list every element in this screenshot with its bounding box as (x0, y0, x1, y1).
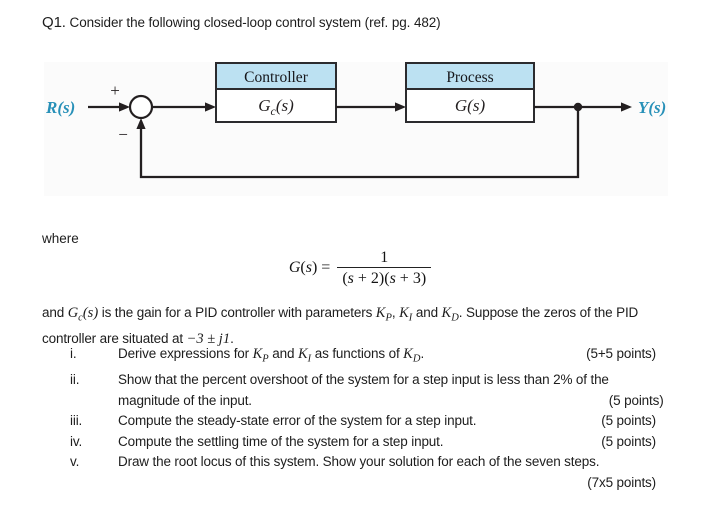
item-text: Derive expressions for KP and KI as func… (118, 344, 586, 370)
item-number: ii. (70, 372, 80, 388)
text-run: . Suppose the zeros of the PID (458, 305, 639, 320)
where-label: where (42, 231, 79, 246)
item-number: iii. (70, 413, 83, 429)
math-sub-I: I (307, 353, 312, 365)
formula-denominator: (s + 2)(s + 3) (337, 267, 432, 288)
controller-header (215, 62, 337, 90)
feedback-line (139, 107, 580, 179)
math-K: K (403, 346, 413, 362)
controller-gain-subscript: c (271, 104, 277, 118)
item-points: (5+5 points) (586, 346, 656, 361)
item-text: Draw the root locus of this system. Show… (118, 454, 600, 470)
math-sub-P: P (385, 312, 392, 324)
item-number: v. (70, 454, 80, 470)
task-item-v: v. Draw the root locus of this system. S… (70, 452, 656, 473)
question-title-text: Consider the following closed-loop contr… (65, 15, 441, 30)
formula-numerator: 1 (380, 249, 389, 266)
math-sub-I: I (408, 312, 413, 324)
text-run: , (391, 305, 400, 320)
description-paragraph: and Gc(s) is the gain for a PID controll… (42, 303, 714, 349)
math-zeros-pre: −3 ± (186, 330, 219, 347)
formula-lhs: G(s) = (289, 259, 330, 277)
task-item-iv: iv. Compute the settling time of the sys… (70, 432, 656, 453)
math-K: K (375, 305, 386, 321)
summing-junction (128, 94, 154, 120)
block-diagram: R(s) + − Controller Gc(s) Process G(s) Y… (45, 62, 666, 179)
paragraph-line-1: and Gc(s) is the gain for a PID controll… (42, 303, 714, 329)
math-K: K (252, 346, 263, 362)
question-title: Q1. Consider the following closed-loop c… (42, 14, 441, 31)
task-item-ii: ii. Show that the percent overshoot of t… (70, 370, 664, 411)
text-run: . (420, 346, 425, 361)
arrowhead-icon (205, 102, 216, 112)
controller-gain-arg: (s) (276, 96, 294, 115)
text-run: Derive expressions for (118, 346, 253, 361)
math-arg-s: (s) (82, 305, 99, 321)
formula-paren: ( (300, 259, 306, 276)
input-signal-label: R(s) (45, 98, 75, 117)
transfer-function-formula: G(s) = 1 (s + 2)(s + 3) (0, 248, 720, 288)
controller-gain-base: G (258, 96, 270, 115)
arrowhead-icon (621, 102, 632, 112)
output-signal-label: Y(s) (638, 98, 666, 117)
task-item-iii: iii. Compute the steady-state error of t… (70, 411, 656, 432)
item-points: (5 points) (601, 433, 656, 449)
text-run: controller are situated at (42, 330, 187, 346)
item-text-line-1: Show that the percent overshoot of the s… (118, 372, 609, 388)
formula-fraction: 1 (s + 2)(s + 3) (337, 248, 432, 288)
item-points: (5 points) (601, 413, 656, 429)
formula-den-end: + 3) (395, 270, 427, 287)
item-text: Show that the percent overshoot of the s… (118, 370, 609, 411)
controller-header-label: Controller (244, 69, 309, 86)
math-zeros: −3 ± j1 (187, 331, 231, 347)
math-sub-P: P (262, 353, 269, 365)
text-run: and (42, 305, 68, 320)
item-number: i. (70, 346, 77, 361)
math-sub-c: c (78, 312, 83, 324)
item-points: (5 points) (608, 392, 664, 408)
math-K: K (399, 305, 409, 321)
item-text: Compute the settling time of the system … (118, 433, 444, 449)
text-run: and (412, 305, 442, 320)
item-text: Compute the steady-state error of the sy… (118, 413, 477, 429)
math-K: K (441, 305, 452, 321)
task-item-i: i. Derive expressions for KP and KI as f… (70, 344, 656, 370)
process-header-label: Process (446, 69, 493, 86)
text-run: is the gain for a PID controller with pa… (98, 305, 376, 320)
math-zeros-num: 1 (222, 330, 231, 347)
arrowhead-icon (136, 118, 146, 129)
block-diagram-figure: R(s) + − Controller Gc(s) Process G(s) Y… (44, 62, 668, 196)
formula-paren: ( (342, 270, 348, 287)
formula-var-G: G (288, 259, 301, 276)
plus-sign: + (110, 81, 120, 100)
process-header (405, 62, 535, 90)
math-zeros-j: j (218, 330, 223, 347)
math-K: K (297, 346, 308, 362)
arrowhead-icon (119, 102, 130, 112)
task-list: i. Derive expressions for KP and KI as f… (70, 344, 664, 493)
item-number: iv. (70, 433, 83, 449)
question-number: Q1. (42, 14, 66, 31)
text-run: . (230, 330, 234, 346)
minus-sign: − (118, 125, 128, 144)
process-gain-label: G(s) (455, 96, 486, 115)
math-sub-D: D (412, 353, 421, 365)
formula-var-s: s (305, 259, 312, 276)
text-run: and (268, 346, 298, 361)
formula-var-s: s (347, 270, 354, 287)
math-G: G (67, 305, 79, 321)
formula-den-mid: + 2)( (353, 270, 390, 287)
task-item-v-points: (7x5 points) (587, 474, 656, 490)
formula-equals: ) = (311, 259, 331, 276)
controller-gain-label: Gc(s) (258, 96, 294, 118)
arrowhead-icon (395, 102, 406, 112)
math-sub-D: D (451, 312, 459, 324)
paragraph-line-2: controller are situated at −3 ± j1. (42, 329, 714, 349)
item-text-line-2: magnitude of the input. (118, 392, 252, 408)
text-run: as functions of (311, 346, 404, 361)
formula-var-s: s (389, 270, 396, 287)
